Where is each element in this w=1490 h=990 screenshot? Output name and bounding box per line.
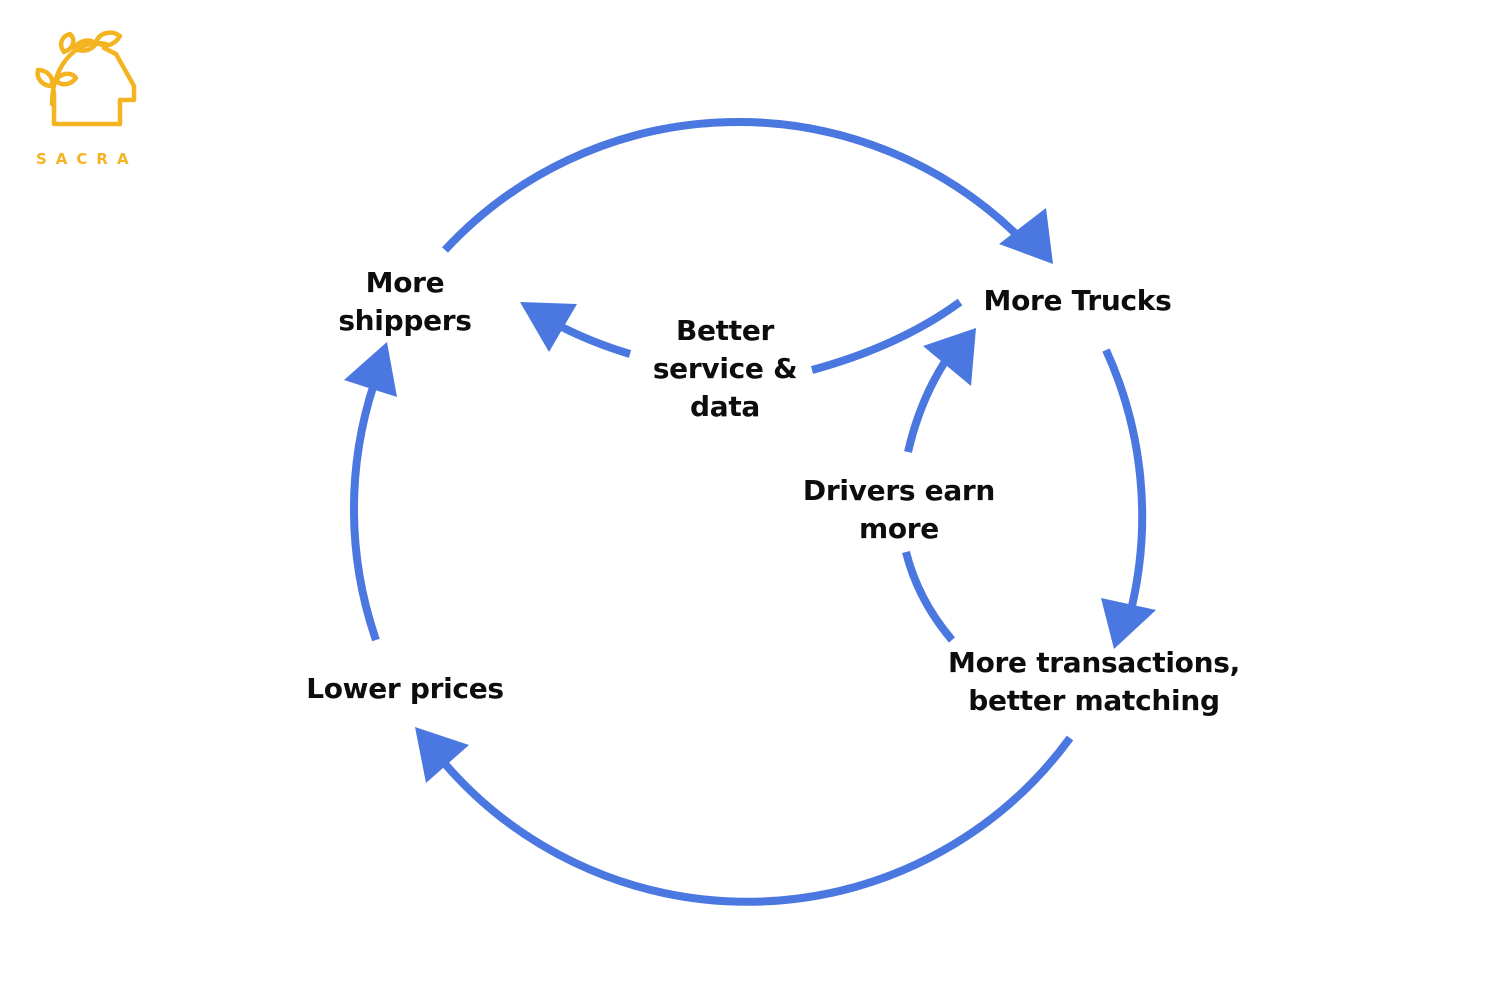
sacra-logo: SACRA <box>30 26 142 176</box>
arrowhead-more-trucks-inner <box>923 328 976 386</box>
arrow-trucks-to-shippers-left <box>554 320 632 358</box>
arrowhead-more-trucks-top <box>999 208 1053 264</box>
arrow-trucks-to-shippers-right <box>810 298 963 374</box>
arrow-trucks-to-transactions <box>1102 348 1147 607</box>
arrowhead-more-shippers-bottom <box>344 342 397 397</box>
house-with-sprout-icon <box>30 26 142 136</box>
node-better-service: Better service & data <box>652 314 798 423</box>
arrow-transactions-to-trucks-upper <box>904 357 950 453</box>
arrowhead-more-transactions <box>1101 598 1156 649</box>
arrowhead-lower-prices <box>415 727 469 783</box>
node-more-transactions: More transactions, better matching <box>948 646 1240 717</box>
arrow-lower-prices-to-shippers <box>349 382 380 642</box>
arrowhead-more-shippers-right <box>520 302 577 352</box>
arrow-transactions-to-lower-prices <box>436 735 1074 906</box>
brand-name: SACRA <box>36 150 138 168</box>
node-lower-prices: Lower prices <box>306 672 504 705</box>
node-drivers-earn-more: Drivers earn more <box>802 474 996 545</box>
arrow-transactions-to-trucks-lower <box>902 551 956 643</box>
arrow-shippers-to-trucks <box>442 117 1021 253</box>
node-more-trucks: More Trucks <box>983 284 1172 317</box>
node-more-shippers: More shippers <box>338 266 472 337</box>
